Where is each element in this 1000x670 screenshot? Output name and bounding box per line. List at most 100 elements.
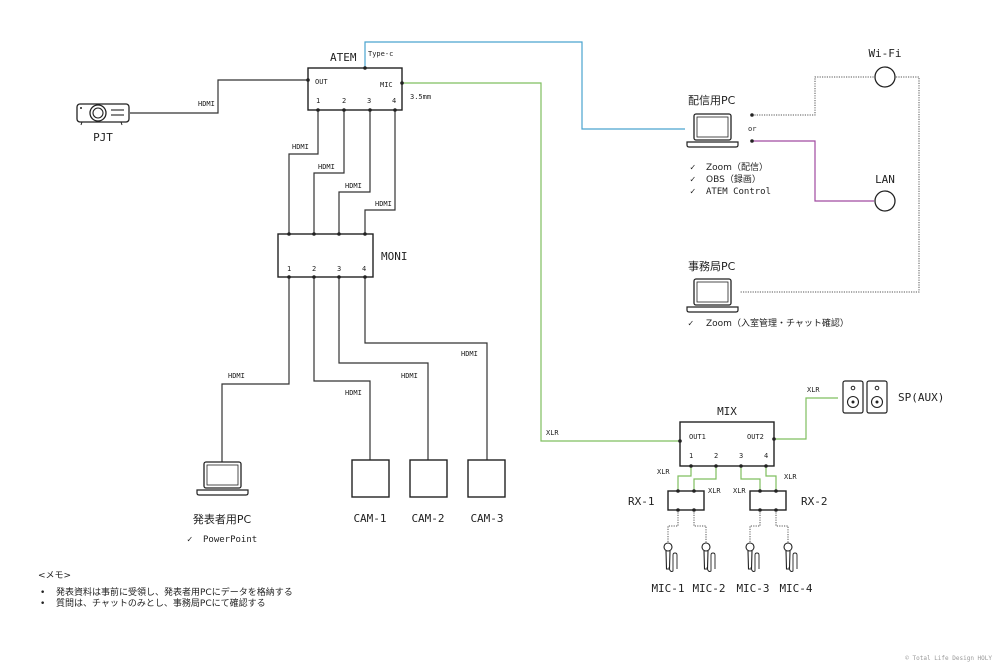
- atem-moni-cable-1: [288, 110, 319, 234]
- mix-port4-cable: [765, 466, 777, 491]
- lan-label: LAN: [875, 173, 895, 186]
- memo-item: 質問は、チャットのみとし、事務局PCにて確認する: [38, 599, 293, 610]
- stream-pc-label: 配信用PC: [688, 94, 736, 107]
- atem-moni-cable-3: [338, 110, 371, 234]
- pjt-cable-label: HDMI: [198, 100, 215, 108]
- atem-moni-cable-4: [364, 110, 396, 234]
- atem-port-3: 3: [367, 97, 371, 105]
- atem-mic-label: MIC: [380, 81, 393, 89]
- check-icon: ✓: [690, 163, 695, 173]
- moni-port-1: 1: [287, 265, 291, 273]
- check-icon: ✓: [187, 535, 192, 545]
- atem-box: [307, 67, 403, 111]
- stream-app-3: ATEM Control: [706, 187, 771, 197]
- atem-port-4: 4: [392, 97, 396, 105]
- mix-in-cable-label: XLR: [546, 429, 559, 437]
- moni-out-cable-label-2: HDMI: [345, 389, 362, 397]
- mix-port2-cable: [693, 466, 717, 491]
- wifi-link: [752, 76, 874, 116]
- typec-cable: [364, 41, 685, 130]
- mic-conn-label: 3.5mm: [410, 93, 431, 101]
- copyright: © Total Life Design HOLY: [905, 655, 992, 662]
- or-label: or: [748, 125, 756, 133]
- rx-2-label: RX-2: [801, 495, 828, 508]
- rx2-mic3-link: [749, 510, 761, 543]
- mix-port-cable-label-2: XLR: [708, 487, 721, 495]
- rx-1-box: [667, 490, 705, 511]
- laptop-icon: [686, 113, 739, 148]
- mix-port-4: 4: [764, 452, 768, 460]
- moni-port-2: 2: [312, 265, 316, 273]
- speaker-icon: [842, 380, 888, 414]
- speaker-label: SP(AUX): [898, 391, 944, 404]
- moni-out-cable-label-1: HDMI: [228, 372, 245, 380]
- rx1-mic1-link: [667, 510, 679, 543]
- mix-port-3: 3: [739, 452, 743, 460]
- atem-moni-cable-2: [313, 110, 345, 234]
- mix-label: MIX: [717, 405, 737, 418]
- mic-cable: [402, 82, 680, 442]
- mic-2-label: MIC-2: [692, 582, 725, 595]
- mix-port-cable-label-1: XLR: [657, 468, 670, 476]
- mix-out2-cable-label: XLR: [807, 386, 820, 394]
- mic-1-label: MIC-1: [651, 582, 684, 595]
- laptop-icon: [686, 278, 739, 313]
- cam-3-label: CAM-3: [470, 512, 503, 525]
- atem-port-2: 2: [342, 97, 346, 105]
- wifi-node-icon: [874, 66, 896, 88]
- microphone-icon: [663, 542, 678, 572]
- lan-node-icon: [874, 190, 896, 212]
- cam-2-label: CAM-2: [411, 512, 444, 525]
- pjt-hdmi-cable: [130, 79, 308, 114]
- cam-1-box: [351, 459, 390, 498]
- atem-port-1: 1: [316, 97, 320, 105]
- moni-pc-cable: [221, 277, 290, 462]
- pjt-label: PJT: [93, 131, 113, 144]
- moni-label: MONI: [381, 250, 408, 263]
- mix-out1-label: OUT1: [689, 433, 706, 441]
- moni-cam2-cable: [338, 277, 429, 460]
- wifi-office-link: [740, 76, 920, 293]
- microphone-icon: [701, 542, 716, 572]
- rx-2-box: [749, 490, 787, 511]
- microphone-icon: [745, 542, 760, 572]
- typec-label: Type-c: [368, 50, 393, 58]
- check-icon: ✓: [690, 175, 695, 185]
- office-app-1: Zoom（入室管理・チャット確認）: [706, 317, 849, 329]
- moni-out-cable-label-4: HDMI: [461, 350, 478, 358]
- mix-port-cable-label-3: XLR: [733, 487, 746, 495]
- mix-out2-label: OUT2: [747, 433, 764, 441]
- rx-1-label: RX-1: [628, 495, 655, 508]
- presenter-pc-label: 発表者用PC: [193, 512, 252, 526]
- stream-app-1: Zoom（配信）: [706, 161, 768, 173]
- rx2-mic4-link: [775, 510, 789, 543]
- cam-2-box: [409, 459, 448, 498]
- moni-box: [277, 233, 374, 278]
- lan-cable: [752, 140, 874, 202]
- mix-out2-cable: [774, 397, 838, 440]
- atem-label: ATEM: [330, 51, 357, 64]
- moni-cam3-cable: [364, 277, 488, 460]
- presenter-app-1: PowerPoint: [203, 535, 257, 545]
- office-pc-label: 事務局PC: [688, 259, 736, 273]
- mix-port-cable-label-4: XLR: [784, 473, 797, 481]
- mix-box: [679, 421, 775, 467]
- memo: <メモ> 発表資料は事前に受領し、発表者用PCにデータを格納する 質問は、チャッ…: [38, 571, 293, 610]
- mix-port1-cable: [677, 466, 692, 491]
- mix-port-1: 1: [689, 452, 693, 460]
- mix-port-2: 2: [714, 452, 718, 460]
- memo-title: <メモ>: [38, 571, 72, 581]
- moni-port-4: 4: [362, 265, 366, 273]
- moni-out-cable-label-3: HDMI: [401, 372, 418, 380]
- stream-app-2: OBS（録画）: [706, 173, 761, 185]
- atem-moni-cable-label-2: HDMI: [318, 163, 335, 171]
- mic-4-label: MIC-4: [779, 582, 812, 595]
- microphone-icon: [783, 542, 798, 572]
- mix-port3-cable: [740, 466, 761, 491]
- mic-3-label: MIC-3: [736, 582, 769, 595]
- moni-port-3: 3: [337, 265, 341, 273]
- projector-icon: [76, 103, 130, 126]
- rx1-mic2-link: [693, 510, 707, 543]
- atem-out-label: OUT: [315, 78, 328, 86]
